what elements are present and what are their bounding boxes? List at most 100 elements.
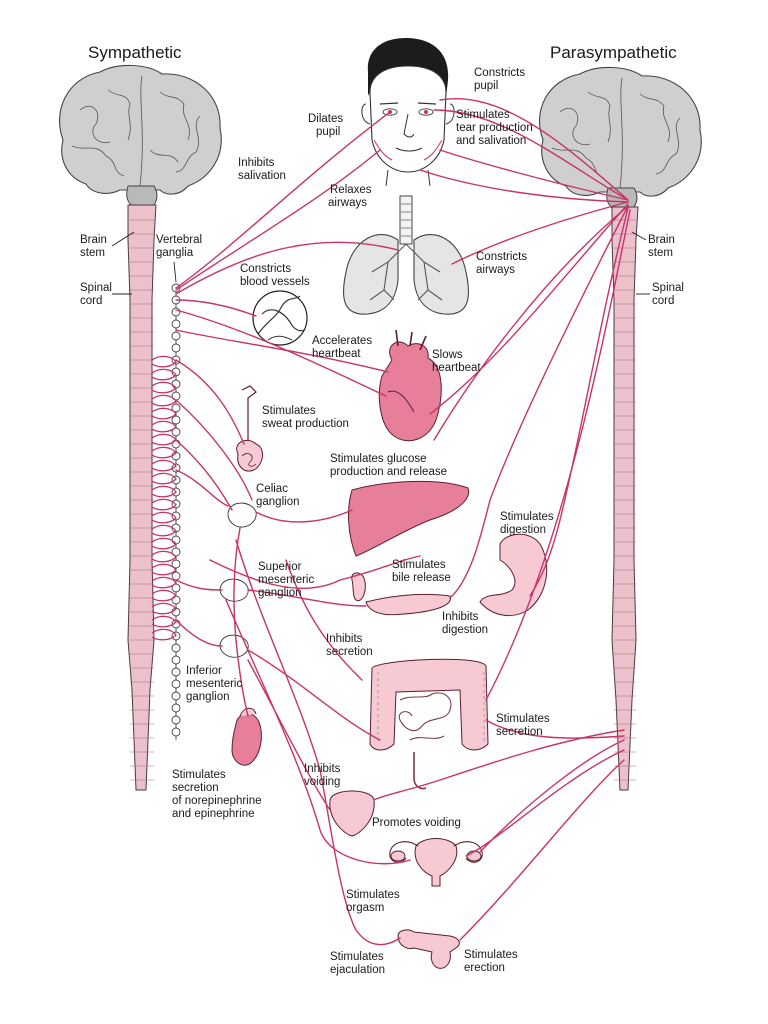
ramus-loop [151, 602, 177, 615]
right-brain [539, 66, 702, 213]
intestines [369, 658, 489, 790]
label-line: Inhibits [442, 611, 479, 623]
label-line: Vertebral [156, 234, 202, 246]
label-line: Brain [80, 234, 107, 246]
label-line: ganglion [256, 496, 299, 508]
label-line: heartbeat [312, 348, 361, 360]
label-line: tear production [456, 122, 533, 134]
ramus-loop [151, 459, 177, 472]
label-line: Brain [648, 234, 675, 246]
ramus-loop [151, 485, 177, 498]
label-line: salivation [238, 170, 286, 182]
vertebral-ganglion [171, 439, 181, 449]
label-line: Constricts [474, 67, 525, 79]
vertebral-ganglion [171, 679, 181, 689]
blood-vessels [252, 290, 308, 346]
label-line: voiding [304, 776, 340, 788]
ramus-loop [151, 511, 177, 524]
ramus-loop [151, 576, 177, 589]
label-line: of norepinephrine [172, 795, 262, 807]
label-line: Slows [432, 349, 463, 361]
label-line: Stimulates [172, 769, 226, 781]
label-line: cord [80, 295, 102, 307]
gallbladder [351, 572, 366, 602]
vertebral-ganglion [171, 475, 181, 485]
label-line: and epinephrine [172, 808, 255, 820]
label-line: stem [80, 247, 105, 259]
label-line: mesenteric [186, 678, 242, 690]
label-line: ganglion [258, 587, 301, 599]
label-line: Stimulates [392, 559, 446, 571]
vertebral-ganglion [171, 427, 181, 437]
label-line: Stimulates [262, 405, 316, 417]
label-line: Inhibits [238, 157, 275, 169]
label-line: Stimulates [346, 889, 400, 901]
vertebral-ganglion [171, 583, 181, 593]
label-line: blood vessels [240, 276, 310, 288]
label-line: bile release [392, 572, 451, 584]
label-line: ganglion [186, 691, 229, 703]
ramus-loop [151, 537, 177, 550]
ramus-loop [151, 628, 177, 641]
label-line: Stimulates [496, 713, 550, 725]
label-line: ganglia [156, 247, 194, 259]
vertebral-ganglion [171, 343, 181, 353]
sweat-gland [236, 385, 263, 472]
vertebral-ganglion [171, 643, 181, 653]
label-line: heartbeat [432, 362, 481, 374]
label-line: erection [464, 962, 505, 974]
left-spinal-cord [127, 204, 157, 791]
vertebral-ganglion [171, 655, 181, 665]
label-line: Dilates [308, 113, 343, 125]
label-line: sweat production [262, 418, 349, 430]
label-line: cord [652, 295, 674, 307]
vertebral-ganglion [171, 331, 181, 341]
label-promotes-voiding: Promotes voiding [372, 817, 461, 829]
adrenal-kidney [231, 707, 262, 766]
vertebral-ganglion [171, 571, 181, 581]
vertebral-ganglion [171, 727, 181, 737]
label-line: Celiac [256, 483, 288, 495]
pancreas [365, 593, 451, 616]
label-line: Promotes voiding [372, 817, 461, 829]
label-line: Inhibits [304, 763, 341, 775]
label-line: secretion [496, 726, 543, 738]
title-parasympathetic: Parasympathetic [550, 43, 677, 62]
label-line: pupil [316, 126, 340, 138]
label-line: mesenteric [258, 574, 314, 586]
ramus-loop [151, 563, 177, 576]
vertebral-ganglion [171, 691, 181, 701]
label-line: pupil [474, 80, 498, 92]
ramus-loop [151, 433, 177, 446]
vertebral-ganglion [171, 595, 181, 605]
vertebral-ganglion [171, 379, 181, 389]
nerve-pathways [175, 98, 631, 946]
vertebral-ganglion [171, 703, 181, 713]
right-spinal-cord [611, 206, 639, 791]
ramus-loop [151, 498, 177, 511]
label-line: Constricts [476, 251, 527, 263]
vertebral-ganglion [171, 715, 181, 725]
label-line: ejaculation [330, 964, 385, 976]
heart [378, 329, 442, 442]
